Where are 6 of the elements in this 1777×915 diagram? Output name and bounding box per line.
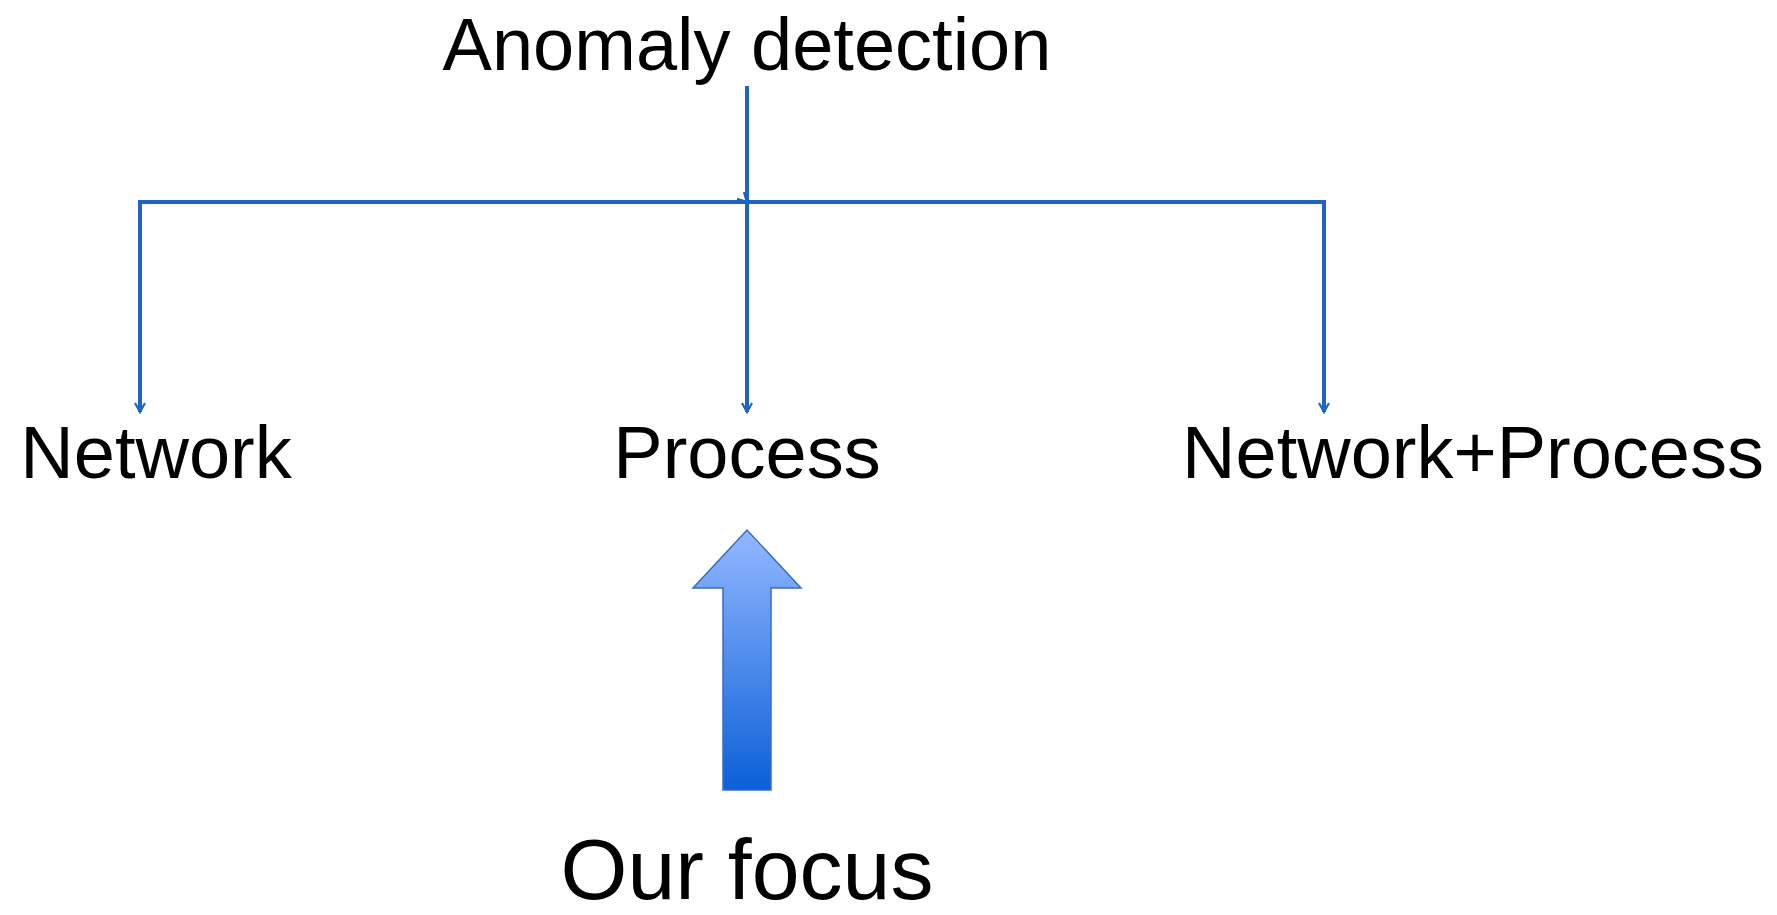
node-label: Network <box>20 416 292 490</box>
node-label: Our focus <box>560 826 934 912</box>
arrow <box>745 86 1331 414</box>
node-label: Network+Process <box>1182 416 1764 490</box>
node-label: Process <box>613 416 881 490</box>
block-arrow <box>691 528 803 791</box>
